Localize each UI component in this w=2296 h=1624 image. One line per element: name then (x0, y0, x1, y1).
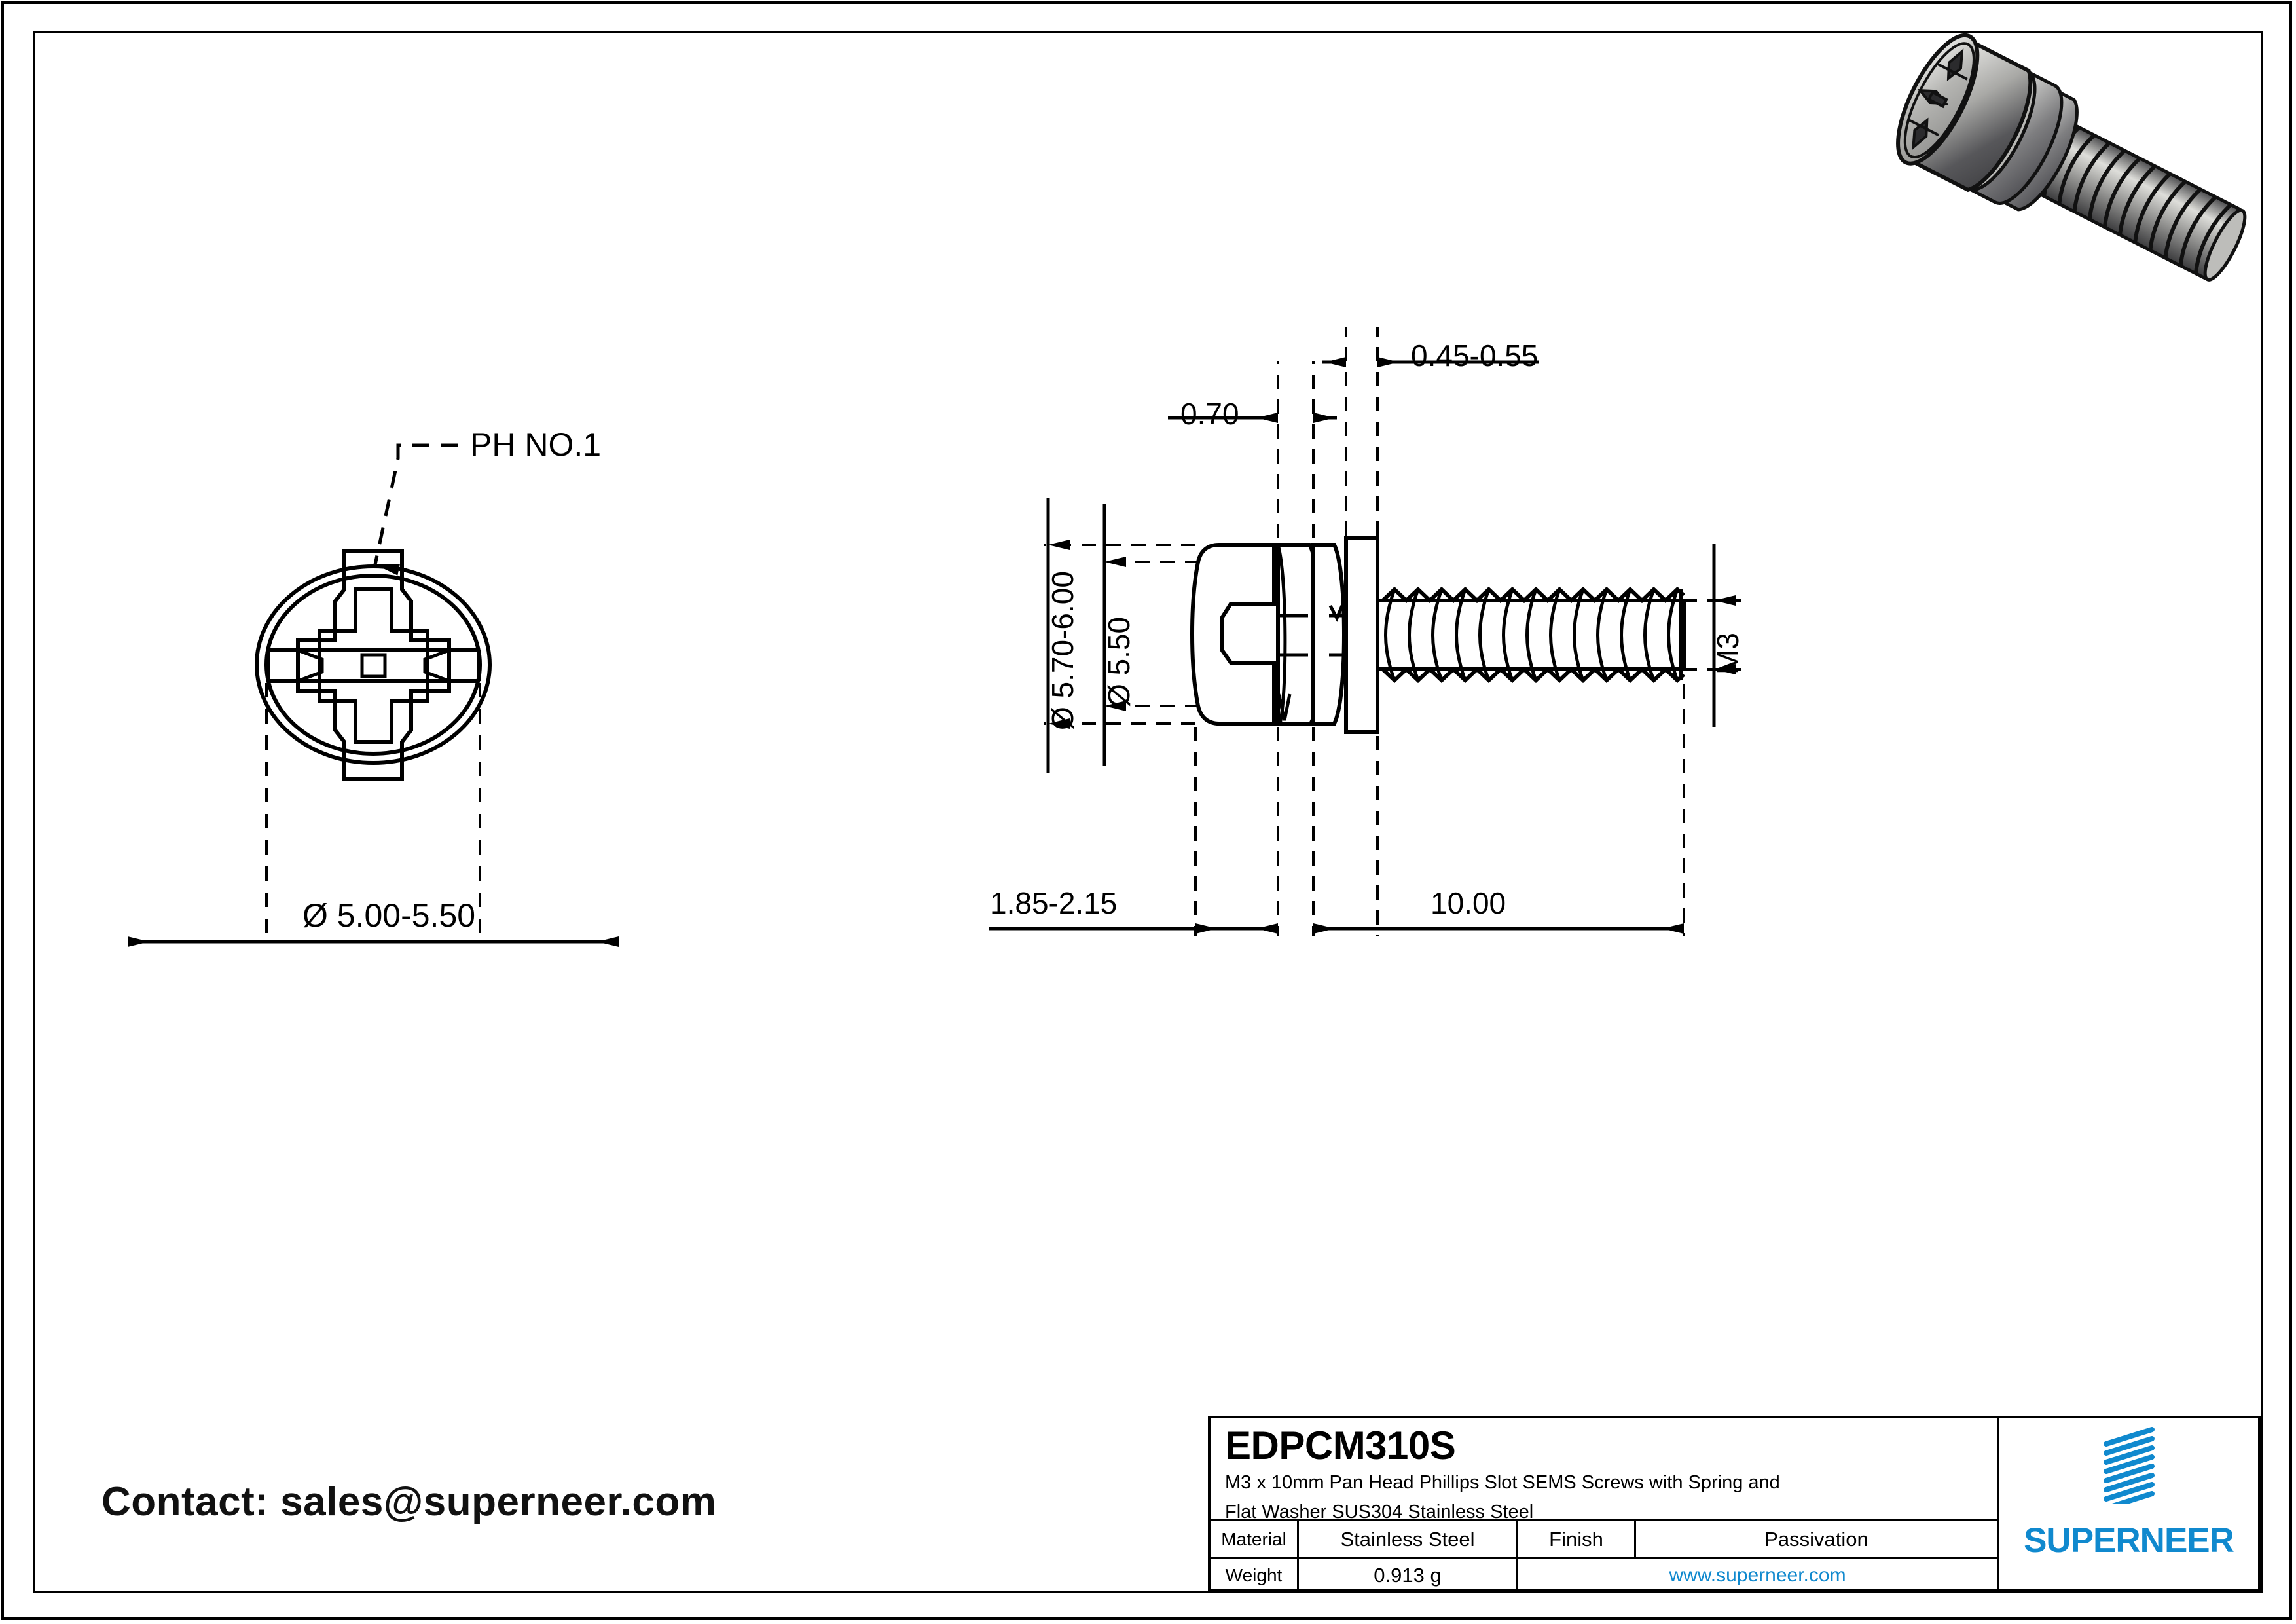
phillips-cross-center (360, 653, 387, 678)
dim-thread-length-label: 10.00 (1430, 886, 1506, 920)
flat-washer-profile (1344, 536, 1379, 734)
iso-shank (2016, 113, 2247, 282)
front-diameter-label: Ø 5.00-5.50 (302, 897, 476, 934)
phillips-cross-inner (318, 587, 429, 744)
isometric-screw-render (1896, 33, 2247, 282)
slot-taper-right (423, 648, 450, 683)
website-link[interactable]: www.superneer.com (1669, 1564, 1846, 1586)
superneer-logo-icon (2103, 1427, 2155, 1504)
front-view-group (128, 443, 619, 947)
material-finish-row: Material Stainless Steel Finish Passivat… (1211, 1521, 1997, 1559)
weight-label: Weight (1211, 1559, 1299, 1591)
slot-band (268, 648, 479, 683)
spring-washer-leaf2-split (1328, 604, 1344, 622)
dim-head-height-label: 1.85-2.15 (990, 886, 1118, 920)
weight-value: 0.913 g (1299, 1559, 1518, 1591)
slot-taper-left (297, 648, 324, 683)
material-label: Material (1211, 1521, 1299, 1557)
description-line-2: Flat Washer SUS304 Stainless Steel (1225, 1502, 1534, 1523)
description-line-1: M3 x 10mm Pan Head Phillips Slot SEMS Sc… (1225, 1472, 1780, 1493)
brand-wordmark: SUPERNEER (2024, 1521, 2234, 1560)
dim-spring-washer-label: 0.70 (1180, 397, 1239, 431)
dim-head-inner-diameter-label: Ø 5.50 (1102, 616, 1136, 707)
spring-washer-split (1277, 693, 1292, 721)
brand-cell: SUPERNEER (1999, 1418, 2258, 1589)
side-view-group (989, 327, 1741, 936)
dim-head-outer-diameter-label: Ø 5.70-6.00 (1046, 571, 1080, 730)
pan-head-profile (1190, 543, 1276, 726)
head-outer-circle (255, 564, 492, 765)
dim-flat-washer-label: 0.45-0.55 (1411, 339, 1539, 373)
finish-label: Finish (1518, 1521, 1636, 1557)
title-block: EDPCM310S M3 x 10mm Pan Head Phillips Sl… (1208, 1416, 2261, 1591)
part-number: EDPCM310S (1225, 1424, 1456, 1467)
weight-url-row: Weight 0.913 g www.superneer.com (1211, 1559, 1997, 1591)
ph-callout-leader (373, 443, 458, 576)
spring-washer-leaf2 (1311, 543, 1346, 726)
thread-helix-lines (1384, 589, 1679, 681)
dim-thread-size-label: M3 (1711, 633, 1745, 674)
finish-value: Passivation (1764, 1527, 1868, 1551)
material-value: Stainless Steel (1299, 1521, 1518, 1557)
ph-callout-label: PH NO.1 (470, 426, 602, 463)
sheet-inner-border (33, 31, 2263, 1593)
phillips-cross-outline (296, 549, 451, 781)
title-block-left: EDPCM310S M3 x 10mm Pan Head Phillips Sl… (1211, 1418, 1999, 1591)
title-block-description: EDPCM310S M3 x 10mm Pan Head Phillips Sl… (1211, 1418, 1997, 1522)
spring-washer-bore-lines (1278, 614, 1308, 657)
iso-pan-head (1896, 33, 2033, 193)
contact-text: Contact: sales@superneer.com (101, 1479, 717, 1524)
